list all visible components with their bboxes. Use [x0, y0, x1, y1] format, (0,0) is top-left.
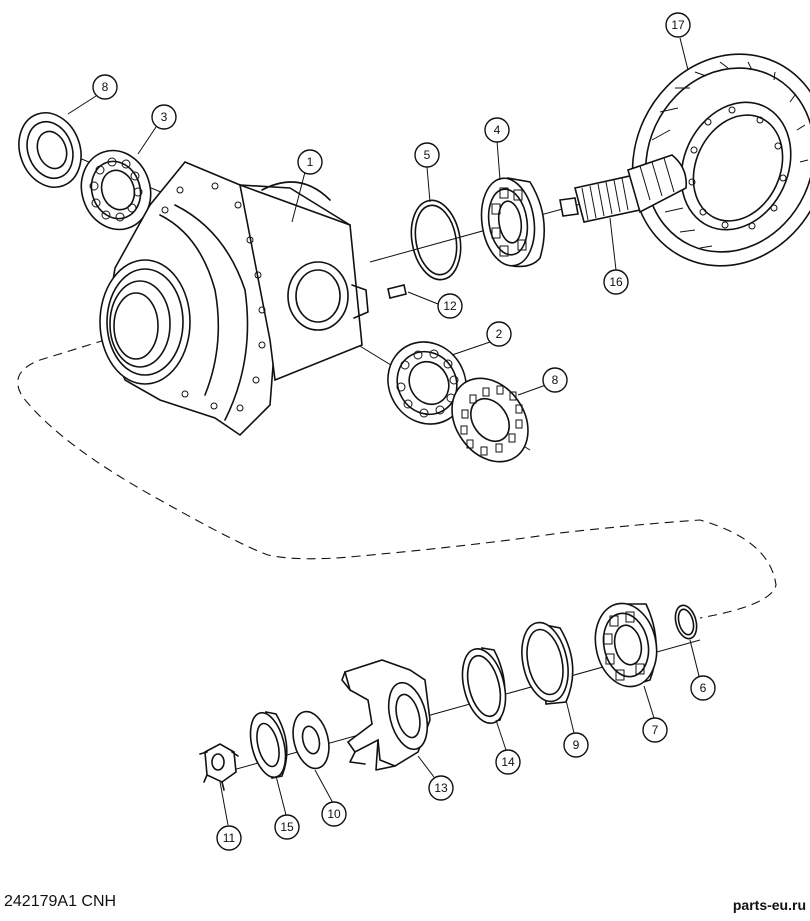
svg-text:7: 7 — [652, 723, 659, 737]
yoke-13 — [341, 659, 431, 771]
callout-3: 3 — [151, 104, 177, 130]
callout-7: 7 — [642, 717, 668, 743]
bearing-cup-9 — [521, 621, 574, 705]
callout-4: 4 — [484, 117, 510, 143]
callout-14: 14 — [495, 749, 521, 775]
svg-text:2: 2 — [496, 327, 503, 341]
pin-12 — [387, 284, 407, 299]
callout-11: 11 — [216, 825, 242, 851]
svg-text:17: 17 — [671, 18, 685, 32]
bearing-2 — [387, 341, 467, 425]
svg-text:3: 3 — [161, 110, 168, 124]
seal-8-top — [18, 112, 82, 188]
callout-17: 17 — [665, 12, 691, 38]
svg-text:15: 15 — [280, 820, 294, 834]
svg-text:14: 14 — [501, 755, 515, 769]
bearing-4 — [480, 177, 545, 268]
seal-guard-15 — [249, 711, 288, 779]
bearing-7 — [594, 602, 658, 688]
svg-text:1: 1 — [307, 155, 314, 169]
callout-16: 16 — [603, 269, 629, 295]
callout-8: 8 — [92, 74, 118, 100]
svg-text:8: 8 — [102, 80, 109, 94]
svg-text:4: 4 — [494, 123, 501, 137]
snap-ring-6 — [674, 604, 698, 640]
snap-ring-5 — [410, 199, 462, 281]
svg-text:9: 9 — [573, 738, 580, 752]
callout-6: 6 — [690, 675, 716, 701]
ring-gear-17 — [631, 53, 810, 267]
seal-14 — [461, 647, 507, 724]
svg-text:8: 8 — [552, 373, 559, 387]
svg-text:13: 13 — [434, 781, 448, 795]
callout-15: 15 — [274, 814, 300, 840]
callout-9: 9 — [563, 732, 589, 758]
svg-text:6: 6 — [700, 681, 707, 695]
svg-text:12: 12 — [443, 299, 457, 313]
svg-text:10: 10 — [327, 807, 341, 821]
bearing-3 — [80, 149, 152, 231]
watermark: parts-eu.ru — [732, 897, 806, 913]
callout-5: 5 — [414, 142, 440, 168]
castle-nut-11 — [199, 743, 239, 791]
thrust-washer-8 — [451, 377, 529, 463]
differential-carrier-housing-1 — [99, 161, 369, 437]
leader-lines — [67, 37, 700, 826]
washer-10 — [292, 710, 330, 770]
svg-text:5: 5 — [424, 148, 431, 162]
callout-8: 8 — [542, 367, 568, 393]
assembly-dashed-outline — [17, 339, 777, 619]
callout-1: 1 — [297, 149, 323, 175]
callout-10: 10 — [321, 801, 347, 827]
callout-12: 12 — [437, 293, 463, 319]
callout-2: 2 — [486, 321, 512, 347]
pinion-shaft-16 — [559, 154, 688, 223]
svg-text:16: 16 — [609, 275, 623, 289]
callout-13: 13 — [428, 775, 454, 801]
svg-text:11: 11 — [223, 831, 236, 845]
figure-code: 242179A1 CNH — [4, 893, 117, 910]
